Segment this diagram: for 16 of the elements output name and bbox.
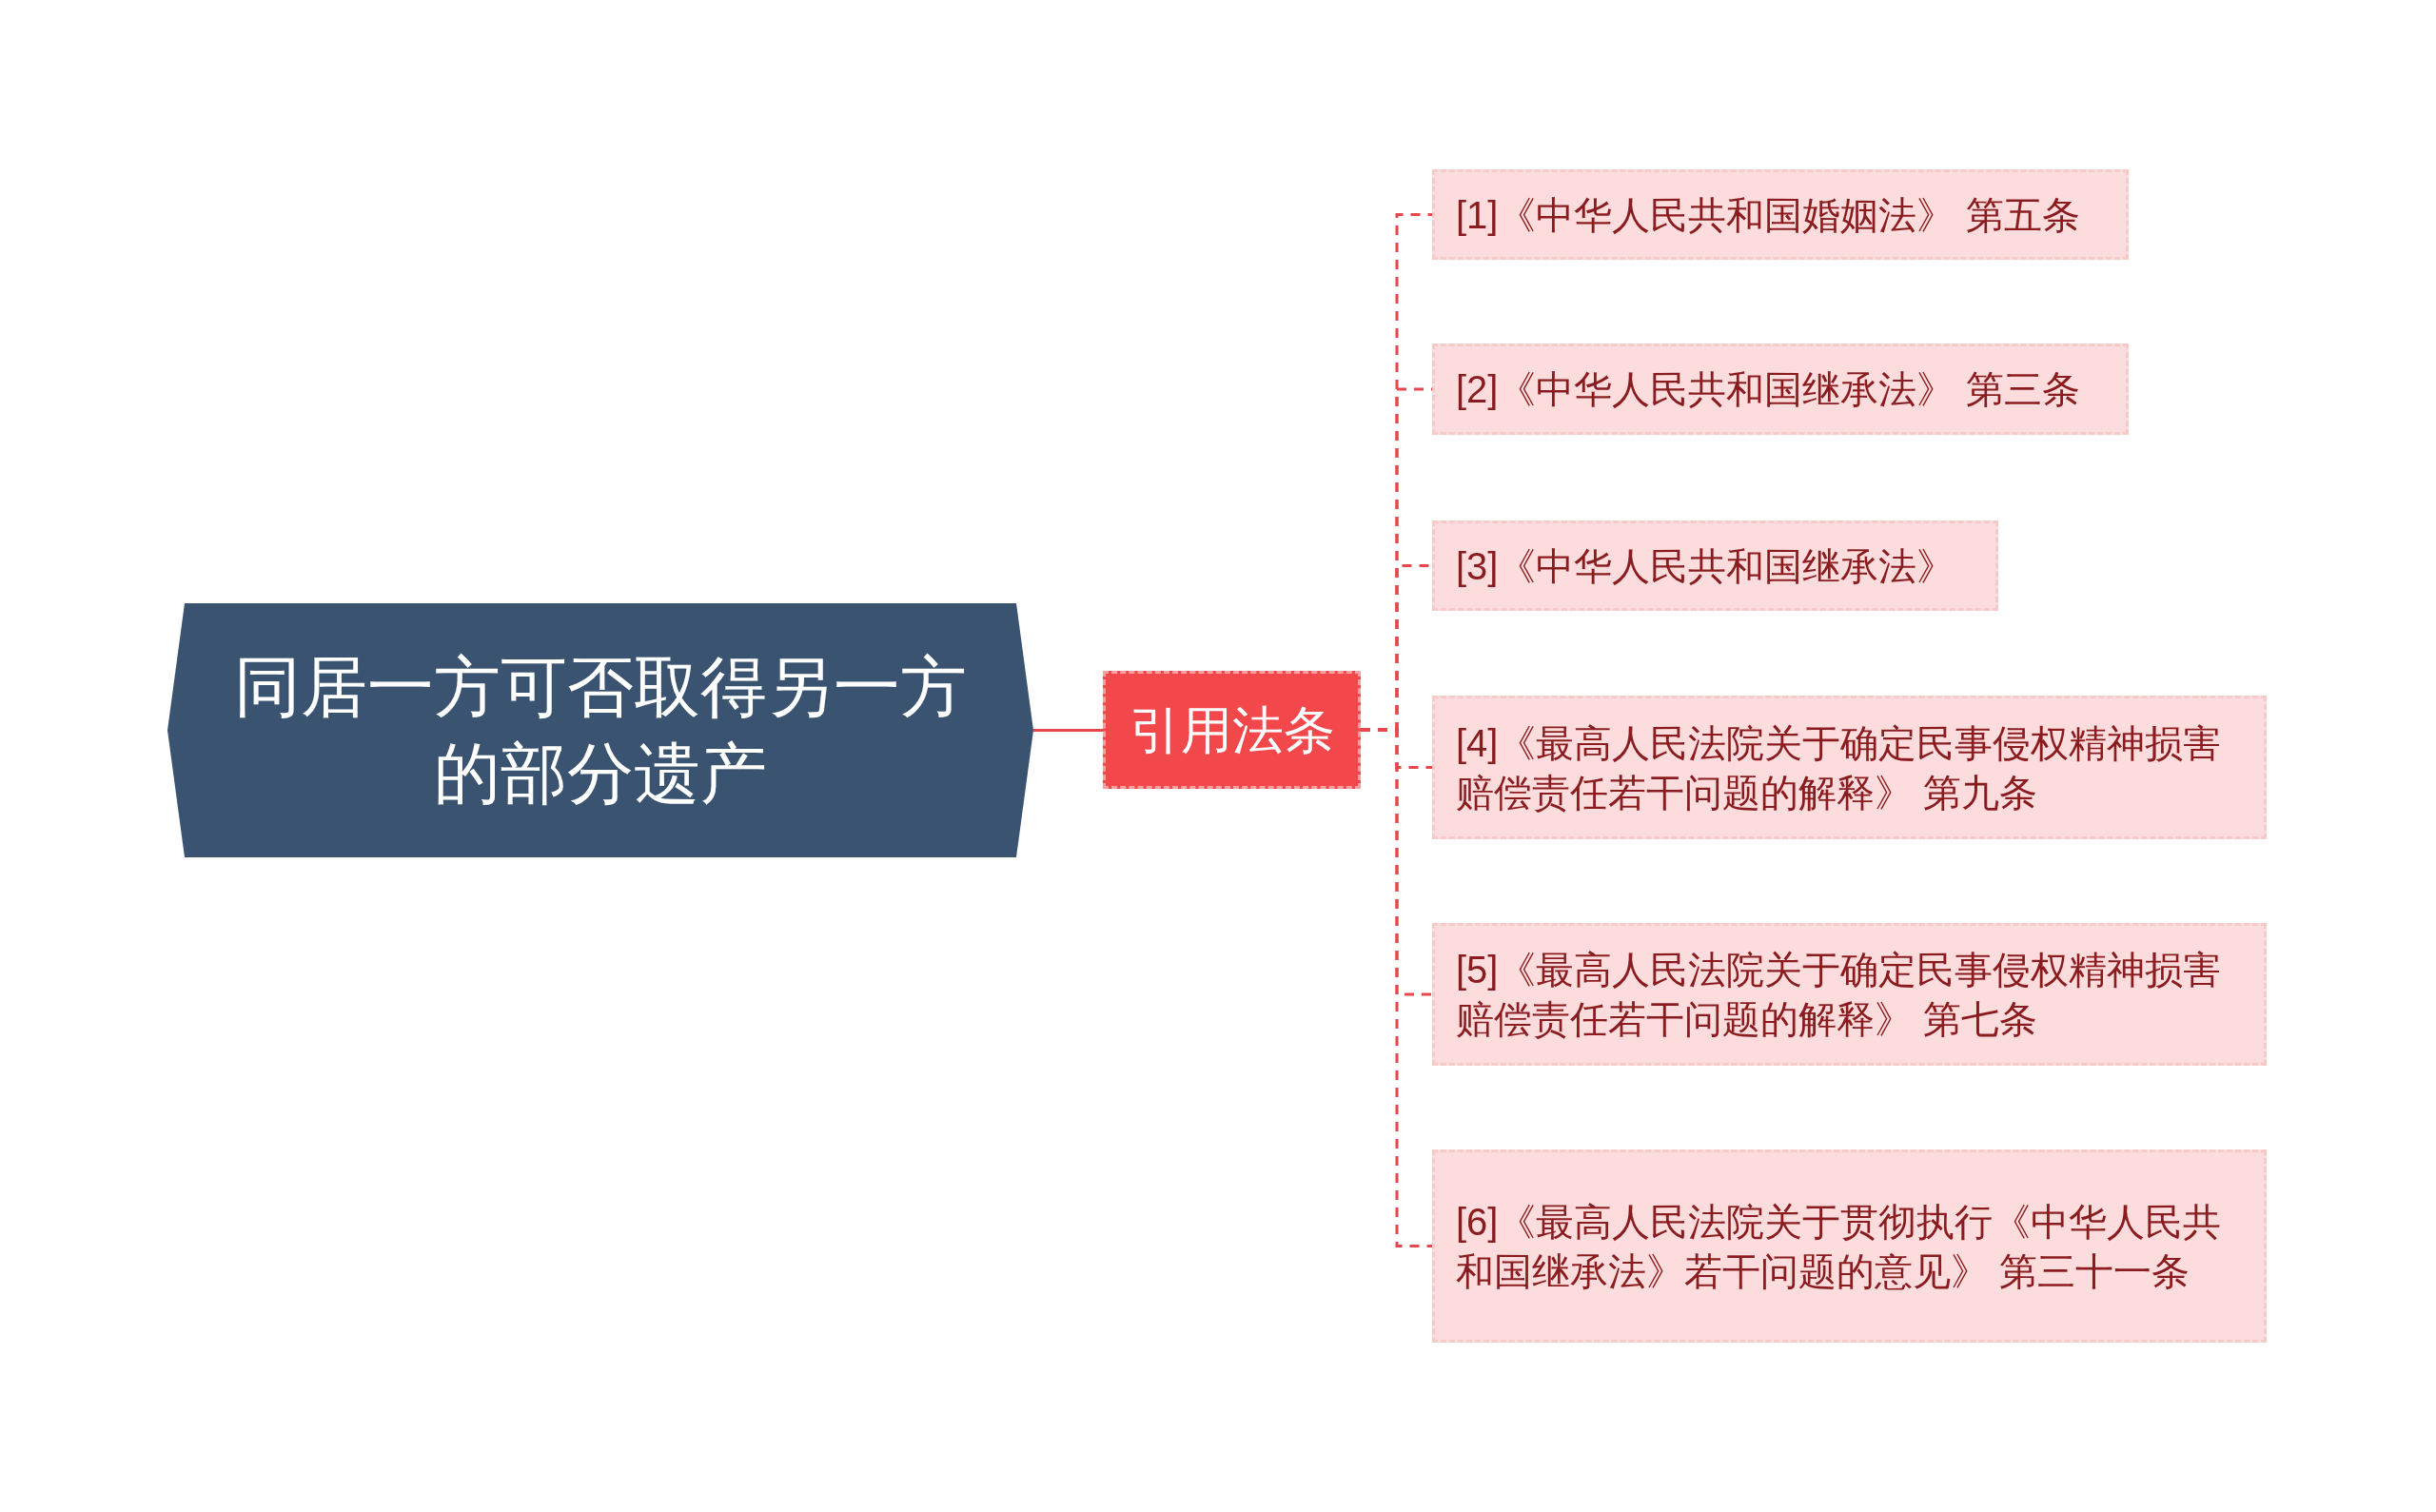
node-text: [2]《中华人民共和国继承法》 第三条: [1456, 367, 2080, 412]
citation-box: [1432, 520, 1998, 611]
node-text: [3]《中华人民共和国继承法》: [1456, 543, 1955, 589]
connector-line: [1033, 729, 1103, 732]
citation-box: [1432, 696, 2267, 839]
node-text: [1]《中华人民共和国婚姻法》 第五条: [1456, 192, 2080, 238]
node-text: 引用法条: [1129, 699, 1335, 760]
citation-box: [1432, 1149, 2267, 1343]
node-text: [4]《最高人民法院关于确定民事侵权精神损害赔偿责任若干问题的解释》 第九条: [1456, 720, 2223, 815]
node-text: [5]《最高人民法院关于确定民事侵权精神损害赔偿责任若干问题的解释》 第七条: [1456, 948, 2223, 1042]
citation-box: [1432, 344, 2129, 435]
citation-box: [1432, 923, 2267, 1066]
topic-box: [1103, 671, 1361, 789]
citation-box: [1432, 169, 2129, 260]
node-text: 同居一方可否取得另一方的部分遗产: [233, 648, 968, 813]
node-text: [6]《最高人民法院关于贯彻执行《中华人民共和国继承法》若干问题的意见》 第三十一条: [1456, 1199, 2223, 1294]
